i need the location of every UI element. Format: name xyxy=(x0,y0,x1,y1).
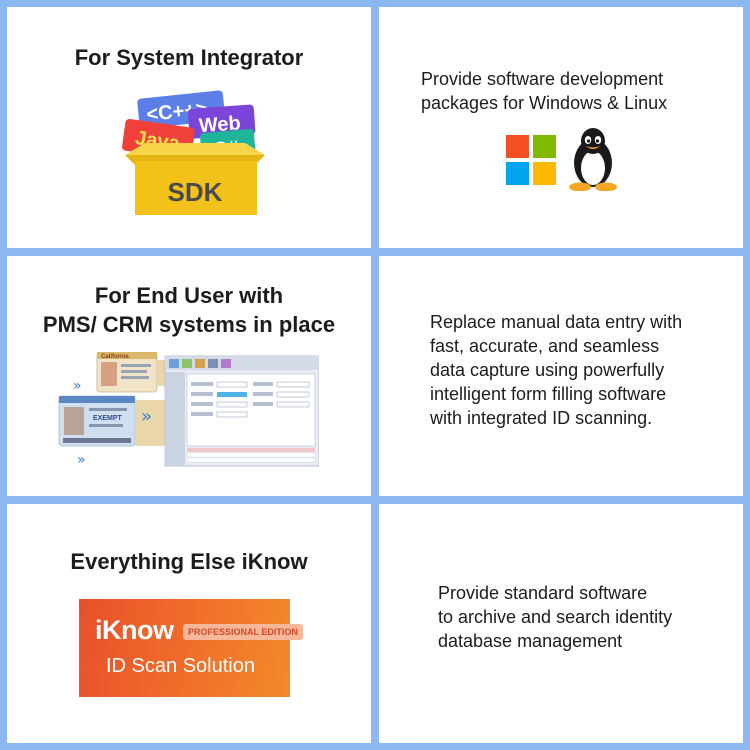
integrator-panel: For System Integrator <C++> Web Java C# xyxy=(7,7,371,248)
iknow-description-panel: Provide standard software to archive and… xyxy=(379,504,743,743)
iknow-banner: iKnow PROFESSIONAL EDITION ID Scan Solut… xyxy=(79,599,303,697)
end-user-panel: For End User with PMS/ CRM systems in pl… xyxy=(7,256,371,496)
iknow-banner-title: iKnow xyxy=(95,615,174,645)
end-user-description: Replace manual data entry with fast, acc… xyxy=(430,312,683,428)
iknow-banner-subtitle: ID Scan Solution xyxy=(106,655,255,677)
iknow-edition-badge: PROFESSIONAL EDITION xyxy=(183,624,303,640)
arrow-icon: » xyxy=(141,406,152,427)
sdk-box-icon: <C++> Web Java C# SDK xyxy=(117,87,267,217)
id-card-bottom-label: EXEMPT xyxy=(93,415,123,422)
iknow-description: Provide standard software to archive and… xyxy=(438,583,673,651)
integrator-description: Provide software development packages fo… xyxy=(421,69,668,113)
id-card-top-label: California xyxy=(101,354,129,360)
arrow-icon: » xyxy=(73,378,82,394)
integrator-description-panel: Provide software development packages fo… xyxy=(379,7,743,248)
id-card-top: California xyxy=(96,351,171,393)
integrator-heading: For System Integrator xyxy=(74,45,304,70)
iknow-panel: Everything Else iKnow iKnow PROFESSIONAL… xyxy=(7,504,371,743)
end-user-description-panel: Replace manual data entry with fast, acc… xyxy=(379,256,743,496)
iknow-heading: Everything Else iKnow xyxy=(70,549,308,574)
id-card-bottom: EXEMPT xyxy=(58,395,165,447)
windows-logo-icon xyxy=(506,135,556,185)
id-scan-illustration: California » EXEMPT » » xyxy=(53,351,320,470)
end-user-heading: For End User with PMS/ CRM systems in pl… xyxy=(42,283,336,337)
form-software-window xyxy=(164,355,320,467)
linux-tux-icon xyxy=(565,125,621,192)
arrow-icon: » xyxy=(77,452,86,468)
sdk-box-label: SDK xyxy=(168,177,223,207)
